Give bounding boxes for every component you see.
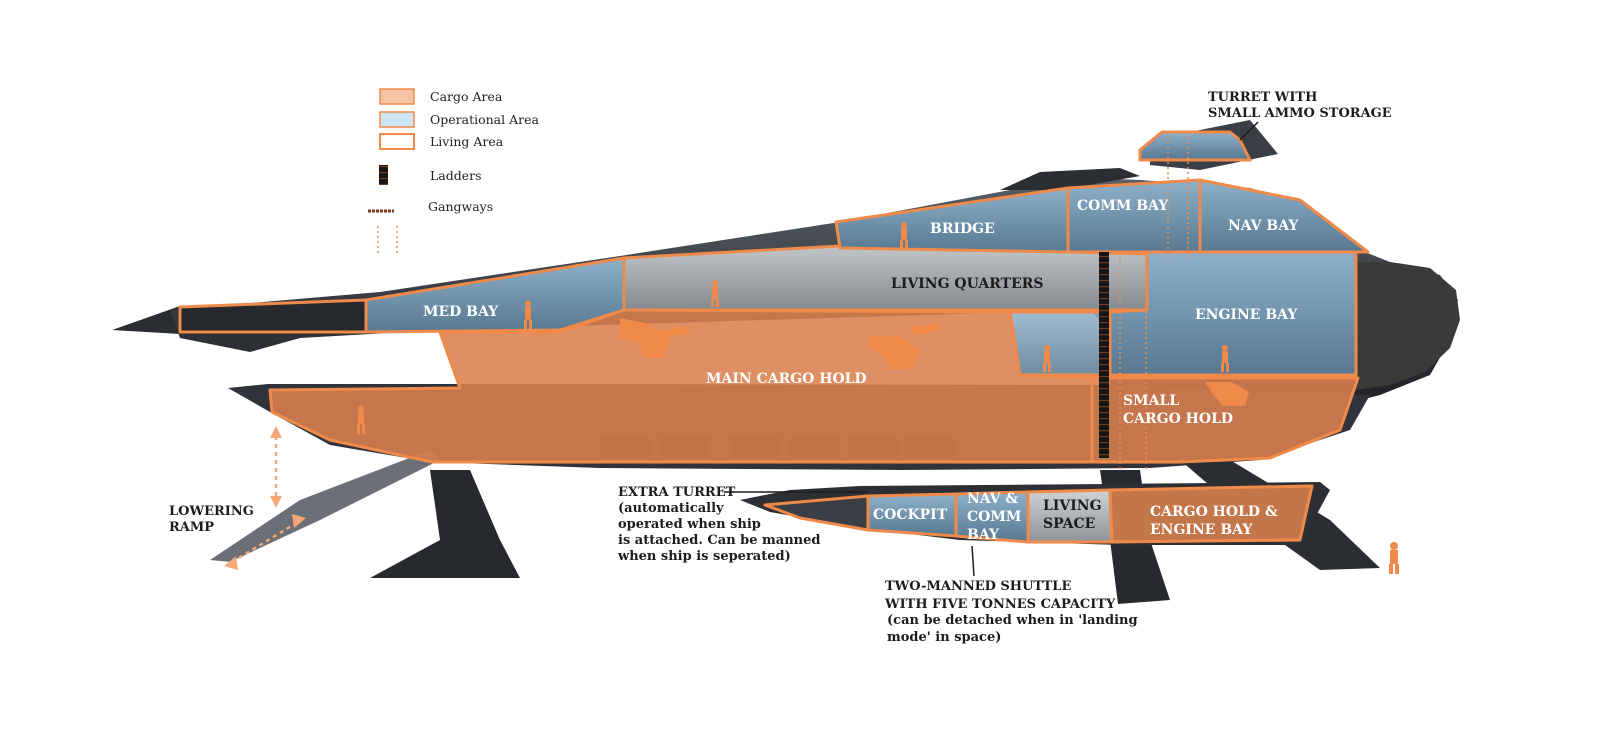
annotation-shuttle: mode' in space) bbox=[887, 630, 1001, 645]
annotation-extra-turret: when ship is seperated) bbox=[617, 549, 791, 564]
label-nav-bay: NAV BAY bbox=[1228, 218, 1299, 234]
crew-figure bbox=[357, 405, 365, 434]
label-living-quarters: LIVING QUARTERS bbox=[891, 276, 1044, 292]
area-turret bbox=[1138, 130, 1252, 162]
annotation-extra-turret: (automatically bbox=[618, 501, 724, 516]
leader-lines bbox=[724, 121, 1259, 577]
label-cargo-engine-bay: ENGINE BAY bbox=[1150, 522, 1253, 538]
label-nav-comm-bay: BAY bbox=[967, 527, 1000, 543]
annotation-extra-turret: EXTRA TURRET bbox=[618, 485, 736, 500]
crew-figure bbox=[1389, 542, 1399, 574]
area-corridor-mid bbox=[1008, 310, 1112, 377]
label-small-cargo-hold: SMALL bbox=[1123, 393, 1179, 409]
area-comm-bay bbox=[1066, 178, 1202, 254]
area-med-bay bbox=[364, 256, 626, 334]
legend-label-gangways: Gangways bbox=[428, 199, 493, 214]
legend-label-cargo: Cargo Area bbox=[430, 89, 503, 104]
label-living-space: SPACE bbox=[1043, 516, 1095, 532]
legend-swatch-operational bbox=[379, 111, 415, 128]
area-small-cargo-hold bbox=[1090, 376, 1360, 464]
cargo-loaders bbox=[620, 318, 1249, 406]
ramp-arrows bbox=[224, 426, 306, 570]
label-living-space: LIVING bbox=[1043, 498, 1102, 514]
annotation-extra-turret: is attached. Can be manned bbox=[618, 533, 821, 548]
ramp-arrow-head bbox=[270, 496, 282, 508]
crew-figure bbox=[524, 300, 532, 330]
label-small-cargo-hold: CARGO HOLD bbox=[1123, 411, 1233, 427]
label-cockpit: COCKPIT bbox=[873, 507, 948, 523]
annotation-extra-turret: operated when ship bbox=[618, 517, 761, 532]
ramp-arrow-head bbox=[270, 426, 282, 438]
label-cargo-engine-bay: CARGO HOLD & bbox=[1150, 504, 1278, 520]
landing-leg-front bbox=[370, 470, 520, 578]
label-main-cargo-hold: MAIN CARGO HOLD bbox=[706, 371, 867, 387]
annotation-turret: SMALL AMMO STORAGE bbox=[1208, 106, 1392, 121]
ramp-arrow-head bbox=[224, 556, 238, 570]
label-nav-comm-bay: COMM bbox=[967, 509, 1021, 525]
cargo-loader bbox=[620, 318, 690, 358]
crew-figure bbox=[900, 222, 908, 249]
area-cargo-engine-bay bbox=[1108, 484, 1314, 544]
annotations: TURRET WITH SMALL AMMO STORAGE LOWERING … bbox=[169, 90, 1392, 645]
legend-swatch-ladders bbox=[379, 165, 388, 185]
area-labels: MED BAY BRIDGE COMM BAY NAV BAY LIVING Q… bbox=[423, 198, 1299, 543]
crew-figure bbox=[711, 280, 719, 307]
ramp-arrow-head bbox=[292, 514, 306, 528]
legend-label-operational: Operational Area bbox=[430, 112, 539, 127]
ladder-main bbox=[1099, 252, 1109, 458]
label-bridge: BRIDGE bbox=[930, 221, 995, 237]
lowering-ramp-hull bbox=[210, 450, 440, 562]
legend: Cargo Area Operational Area Living Area … bbox=[368, 88, 539, 256]
label-engine-bay: ENGINE BAY bbox=[1195, 307, 1298, 323]
hull-engine-pod bbox=[1356, 262, 1460, 390]
area-living-quarters bbox=[622, 244, 1149, 312]
label-med-bay: MED BAY bbox=[423, 304, 499, 320]
crew-figure bbox=[1221, 345, 1229, 372]
annotation-shuttle: (can be detached when in 'landing bbox=[887, 613, 1138, 628]
label-comm-bay: COMM BAY bbox=[1077, 198, 1169, 214]
legend-swatch-cargo bbox=[379, 88, 415, 105]
legend-label-living: Living Area bbox=[430, 134, 504, 149]
gangways bbox=[1119, 132, 1189, 470]
legend-label-ladders: Ladders bbox=[430, 168, 482, 183]
crew-figure bbox=[1043, 345, 1051, 372]
annotation-shuttle: WITH FIVE TONNES CAPACITY bbox=[884, 597, 1116, 612]
area-bridge bbox=[834, 186, 1070, 254]
area-nav-bay bbox=[1198, 178, 1370, 254]
label-nav-comm-bay: NAV & bbox=[967, 491, 1018, 507]
annotation-shuttle: TWO-MANNED SHUTTLE bbox=[885, 579, 1071, 594]
area-nose-corridor bbox=[178, 298, 368, 334]
annotation-turret: TURRET WITH bbox=[1208, 90, 1317, 105]
cargo-loader bbox=[1205, 382, 1249, 406]
crew-figures bbox=[357, 222, 1399, 574]
legend-swatch-living bbox=[379, 133, 415, 150]
cargo-loader bbox=[868, 322, 942, 370]
annotation-ramp: RAMP bbox=[169, 520, 214, 535]
annotation-ramp: LOWERING bbox=[169, 504, 254, 519]
hull-top-fin bbox=[1000, 168, 1140, 190]
